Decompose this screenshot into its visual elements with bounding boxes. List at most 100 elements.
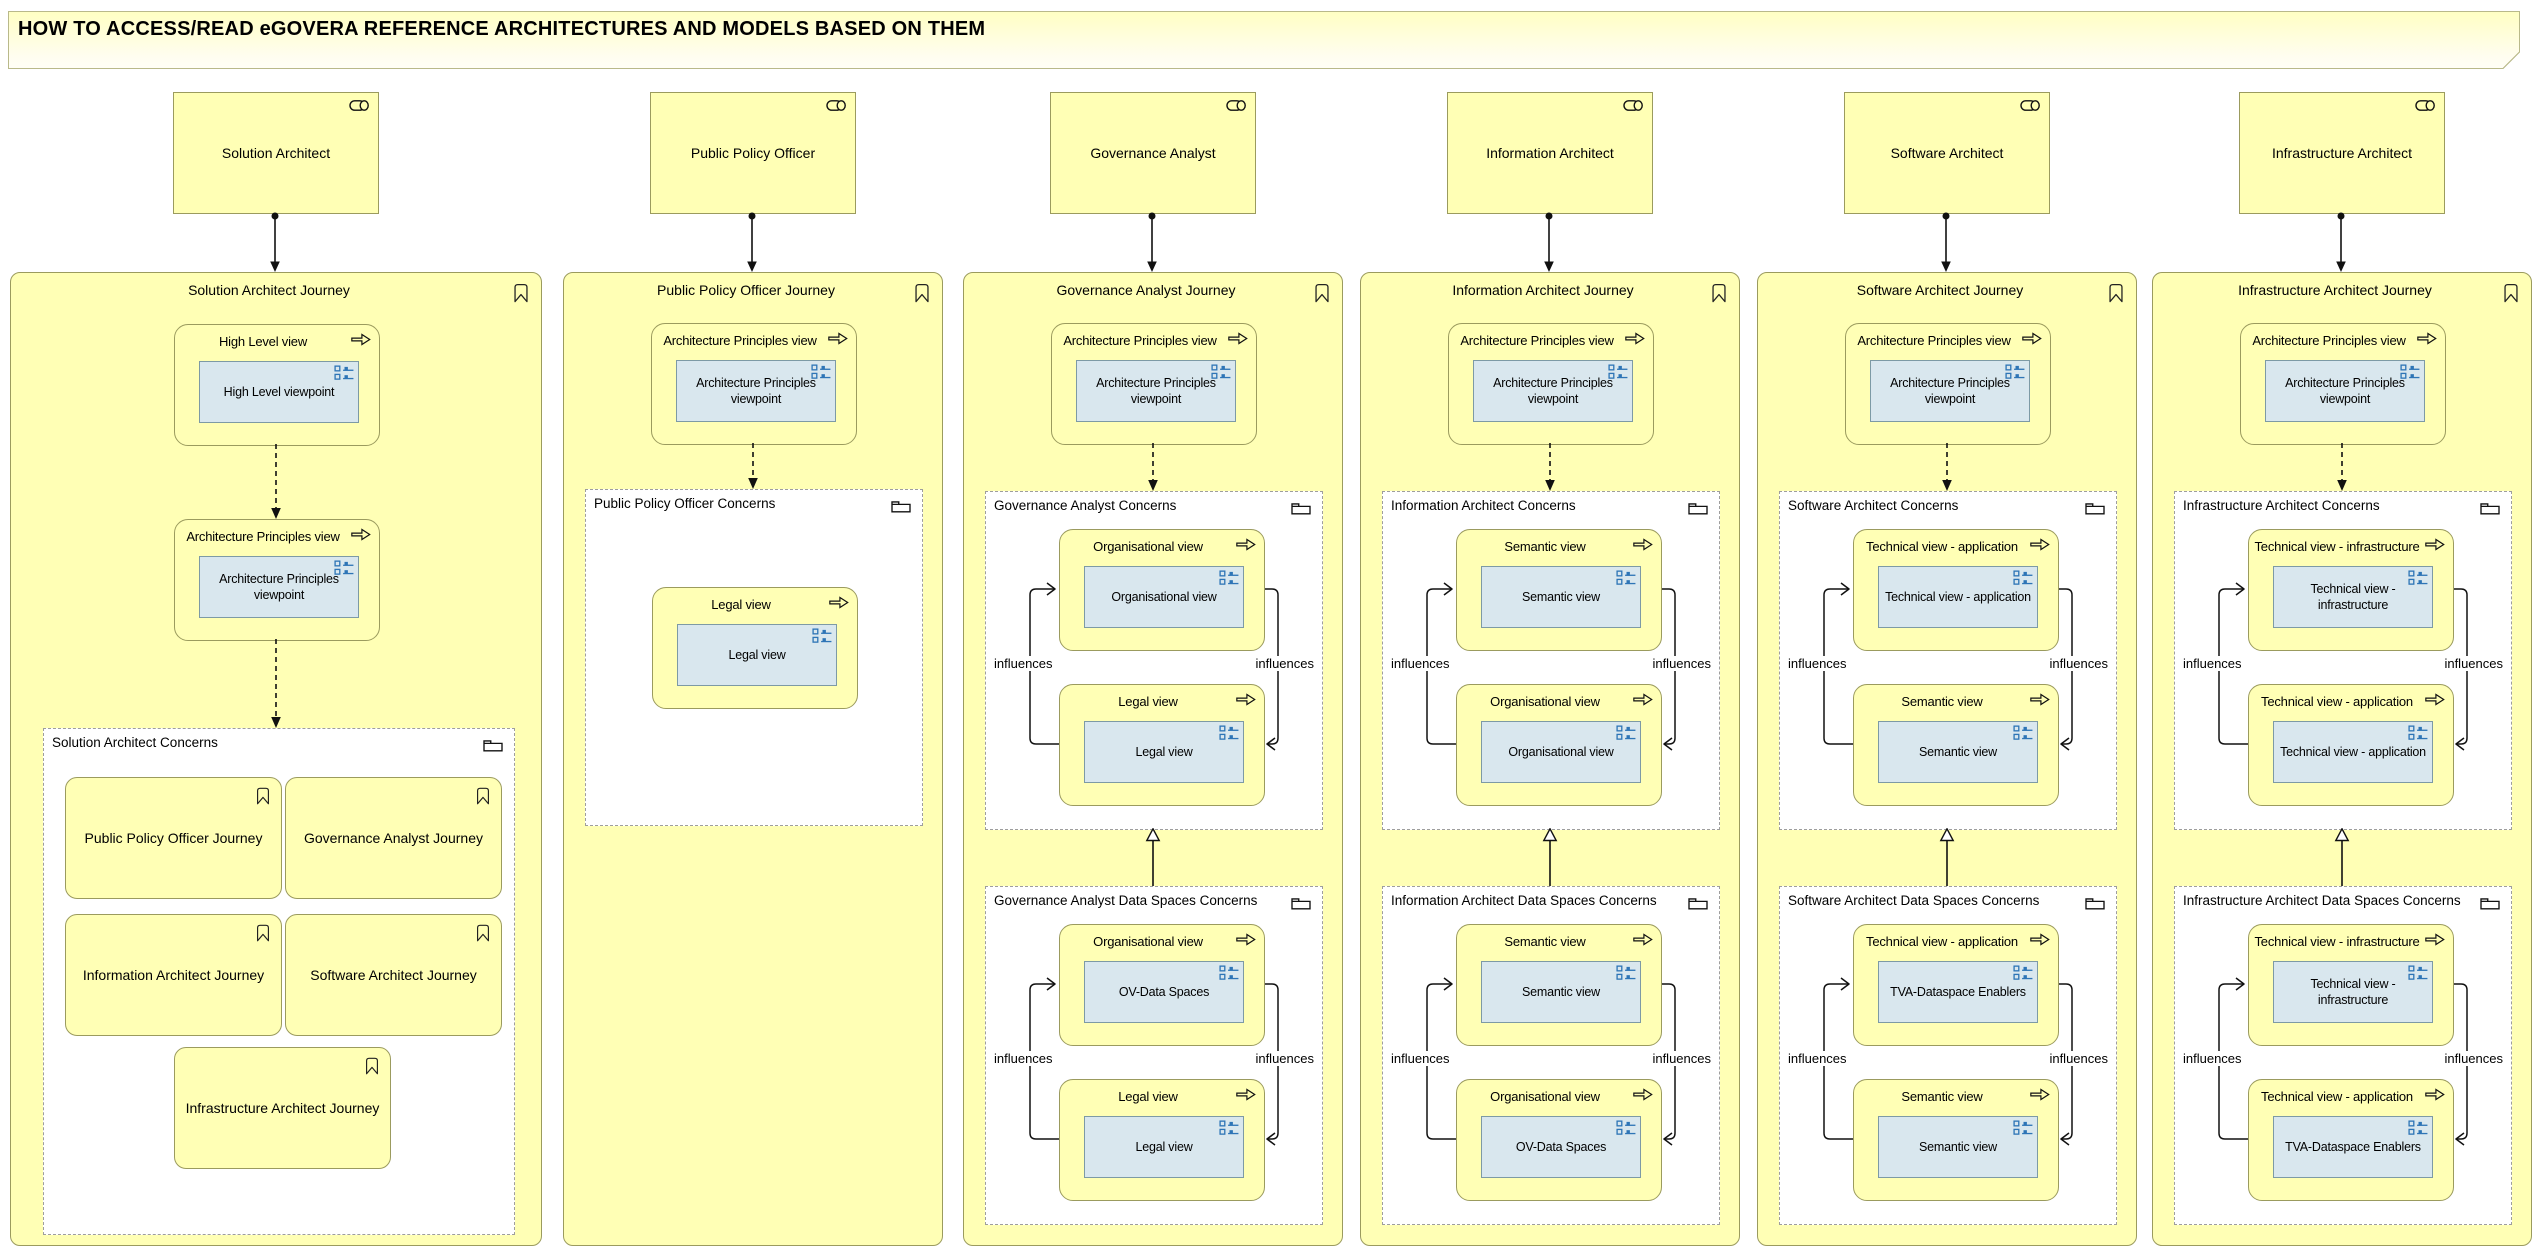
- journey-container[interactable]: Infrastructure Architect Journey Archite…: [2152, 272, 2532, 1246]
- view-box-principles[interactable]: Architecture Principles view Architectur…: [1845, 323, 2051, 445]
- viewpoint-ref[interactable]: Architecture Principles viewpoint: [2265, 360, 2425, 422]
- view-box-bottom[interactable]: Semantic view Semantic view: [1853, 684, 2059, 806]
- dataspaces-concerns-group[interactable]: Information Architect Data Spaces Concer…: [1382, 886, 1720, 1225]
- process-arrow-icon: [1235, 692, 1257, 707]
- view-box-bottom[interactable]: Legal view Legal view: [1059, 684, 1265, 806]
- view-box-legal[interactable]: Legal view Legal view: [652, 587, 858, 709]
- influence-label: influences: [992, 656, 1055, 671]
- journey-card[interactable]: Software Architect Journey: [285, 914, 502, 1036]
- business-actor-box[interactable]: Governance Analyst: [1050, 92, 1256, 214]
- business-actor-box[interactable]: Software Architect: [1844, 92, 2050, 214]
- diagram-icon: [811, 364, 832, 380]
- diagram-icon: [2005, 364, 2026, 380]
- viewpoint-ref[interactable]: Technical view - infrastructure: [2273, 566, 2433, 628]
- view-box-top[interactable]: Organisational view OV-Data Spaces: [1059, 924, 1265, 1046]
- viewpoint-ref[interactable]: Architecture Principles viewpoint: [1870, 360, 2030, 422]
- business-actor-box[interactable]: Information Architect: [1447, 92, 1653, 214]
- journey-title: Infrastructure Architect Journey: [2238, 282, 2432, 298]
- viewpoint-ref[interactable]: Organisational view: [1084, 566, 1244, 628]
- viewpoint-ref[interactable]: Architecture Principles viewpoint: [199, 556, 359, 618]
- group-title: Governance Analyst Data Spaces Concerns: [994, 893, 1258, 908]
- view-box-principles[interactable]: Architecture Principles view Architectur…: [651, 323, 857, 445]
- view-header: Legal view: [1118, 694, 1178, 709]
- journey-card[interactable]: Governance Analyst Journey: [285, 777, 502, 899]
- view-box-principles[interactable]: Architecture Principles view Architectur…: [174, 519, 380, 641]
- view-box-bottom[interactable]: Legal view Legal view: [1059, 1079, 1265, 1201]
- influence-label: influences: [1253, 1051, 1316, 1066]
- journey-card-label: Governance Analyst Journey: [304, 830, 483, 846]
- viewpoint-ref[interactable]: Technical view - application: [1878, 566, 2038, 628]
- view-box-bottom[interactable]: Semantic view Semantic view: [1853, 1079, 2059, 1201]
- business-actor-box[interactable]: Solution Architect: [173, 92, 379, 214]
- view-box-top[interactable]: Semantic view Semantic view: [1456, 924, 1662, 1046]
- viewpoint-label: Technical view - infrastructure: [2310, 977, 2396, 1007]
- view-box-top[interactable]: Organisational view Organisational view: [1059, 529, 1265, 651]
- business-actor-box[interactable]: Infrastructure Architect: [2239, 92, 2445, 214]
- view-box-principles[interactable]: Architecture Principles view Architectur…: [2240, 323, 2446, 445]
- viewpoint-ref[interactable]: Legal view: [677, 624, 837, 686]
- view-box-top[interactable]: Technical view - infrastructure Technica…: [2248, 529, 2454, 651]
- influence-label: influences: [2047, 1051, 2110, 1066]
- view-box-top[interactable]: Technical view - infrastructure Technica…: [2248, 924, 2454, 1046]
- process-arrow-icon: [350, 527, 372, 542]
- viewpoint-ref[interactable]: Architecture Principles viewpoint: [1473, 360, 1633, 422]
- dataspaces-concerns-group[interactable]: Governance Analyst Data Spaces Concerns …: [985, 886, 1323, 1225]
- concerns-group[interactable]: Information Architect Concerns influence…: [1382, 491, 1720, 830]
- group-title: Solution Architect Concerns: [52, 735, 218, 750]
- journey-container[interactable]: Governance Analyst Journey Architecture …: [963, 272, 1343, 1246]
- view-box-principles[interactable]: Architecture Principles view Architectur…: [1051, 323, 1257, 445]
- viewpoint-ref[interactable]: Semantic view: [1481, 961, 1641, 1023]
- concerns-group[interactable]: Governance Analyst Concerns influences i…: [985, 491, 1323, 830]
- journey-container[interactable]: Public Policy Officer Journey Architectu…: [563, 272, 943, 1246]
- view-box-principles[interactable]: Architecture Principles view Architectur…: [1448, 323, 1654, 445]
- viewpoint-ref[interactable]: Technical view - application: [2273, 721, 2433, 783]
- viewpoint-ref[interactable]: Legal view: [1084, 1116, 1244, 1178]
- concerns-group[interactable]: Solution Architect Concerns Public Polic…: [43, 728, 515, 1235]
- view-box-top[interactable]: Semantic view Semantic view: [1456, 529, 1662, 651]
- dataspaces-concerns-group[interactable]: Software Architect Data Spaces Concerns …: [1779, 886, 2117, 1225]
- viewpoint-ref[interactable]: Organisational view: [1481, 721, 1641, 783]
- viewpoint-ref[interactable]: Legal view: [1084, 721, 1244, 783]
- diagram-icon: [2408, 725, 2429, 741]
- viewpoint-ref[interactable]: Semantic view: [1481, 566, 1641, 628]
- viewpoint-ref[interactable]: High Level viewpoint: [199, 361, 359, 423]
- view-header: Technical view - infrastructure: [2254, 934, 2420, 949]
- journey-container[interactable]: Information Architect Journey Architectu…: [1360, 272, 1740, 1246]
- view-box-bottom[interactable]: Technical view - application Technical v…: [2248, 684, 2454, 806]
- viewpoint-ref[interactable]: OV-Data Spaces: [1481, 1116, 1641, 1178]
- process-arrow-icon: [1227, 331, 1249, 346]
- view-box-high-level[interactable]: High Level view High Level viewpoint: [174, 324, 380, 446]
- process-arrow-icon: [1632, 1087, 1654, 1102]
- concerns-group[interactable]: Software Architect Concerns influences i…: [1779, 491, 2117, 830]
- view-header: Semantic view: [1901, 1089, 1983, 1104]
- viewpoint-label: Semantic view: [1919, 745, 1997, 759]
- concerns-group[interactable]: Public Policy Officer Concerns Legal vie…: [585, 489, 923, 826]
- journey-card[interactable]: Infrastructure Architect Journey: [174, 1047, 391, 1169]
- bookmark-icon: [2105, 280, 2127, 304]
- journey-title: Governance Analyst Journey: [1056, 282, 1236, 298]
- diagram-icon: [1616, 725, 1637, 741]
- view-box-bottom[interactable]: Organisational view OV-Data Spaces: [1456, 1079, 1662, 1201]
- influence-label: influences: [1650, 656, 1713, 671]
- view-box-top[interactable]: Technical view - application Technical v…: [1853, 529, 2059, 651]
- view-box-top[interactable]: Technical view - application TVA-Dataspa…: [1853, 924, 2059, 1046]
- journey-card[interactable]: Public Policy Officer Journey: [65, 777, 282, 899]
- viewpoint-ref[interactable]: Semantic view: [1878, 1116, 2038, 1178]
- dataspaces-concerns-group[interactable]: Infrastructure Architect Data Spaces Con…: [2174, 886, 2512, 1225]
- bookmark-icon: [253, 784, 273, 806]
- viewpoint-ref[interactable]: Architecture Principles viewpoint: [1076, 360, 1236, 422]
- view-box-bottom[interactable]: Organisational view Organisational view: [1456, 684, 1662, 806]
- viewpoint-ref[interactable]: TVA-Dataspace Enablers: [1878, 961, 2038, 1023]
- concerns-group[interactable]: Infrastructure Architect Concerns influe…: [2174, 491, 2512, 830]
- journey-card[interactable]: Information Architect Journey: [65, 914, 282, 1036]
- view-box-bottom[interactable]: Technical view - application TVA-Dataspa…: [2248, 1079, 2454, 1201]
- journey-container[interactable]: Solution Architect Journey High Level vi…: [10, 272, 542, 1246]
- viewpoint-ref[interactable]: TVA-Dataspace Enablers: [2273, 1116, 2433, 1178]
- journey-container[interactable]: Software Architect Journey Architecture …: [1757, 272, 2137, 1246]
- viewpoint-ref[interactable]: Technical view - infrastructure: [2273, 961, 2433, 1023]
- viewpoint-ref[interactable]: OV-Data Spaces: [1084, 961, 1244, 1023]
- viewpoint-ref[interactable]: Semantic view: [1878, 721, 2038, 783]
- business-actor-box[interactable]: Public Policy Officer: [650, 92, 856, 214]
- viewpoint-ref[interactable]: Architecture Principles viewpoint: [676, 360, 836, 422]
- influence-label: influences: [1786, 1051, 1849, 1066]
